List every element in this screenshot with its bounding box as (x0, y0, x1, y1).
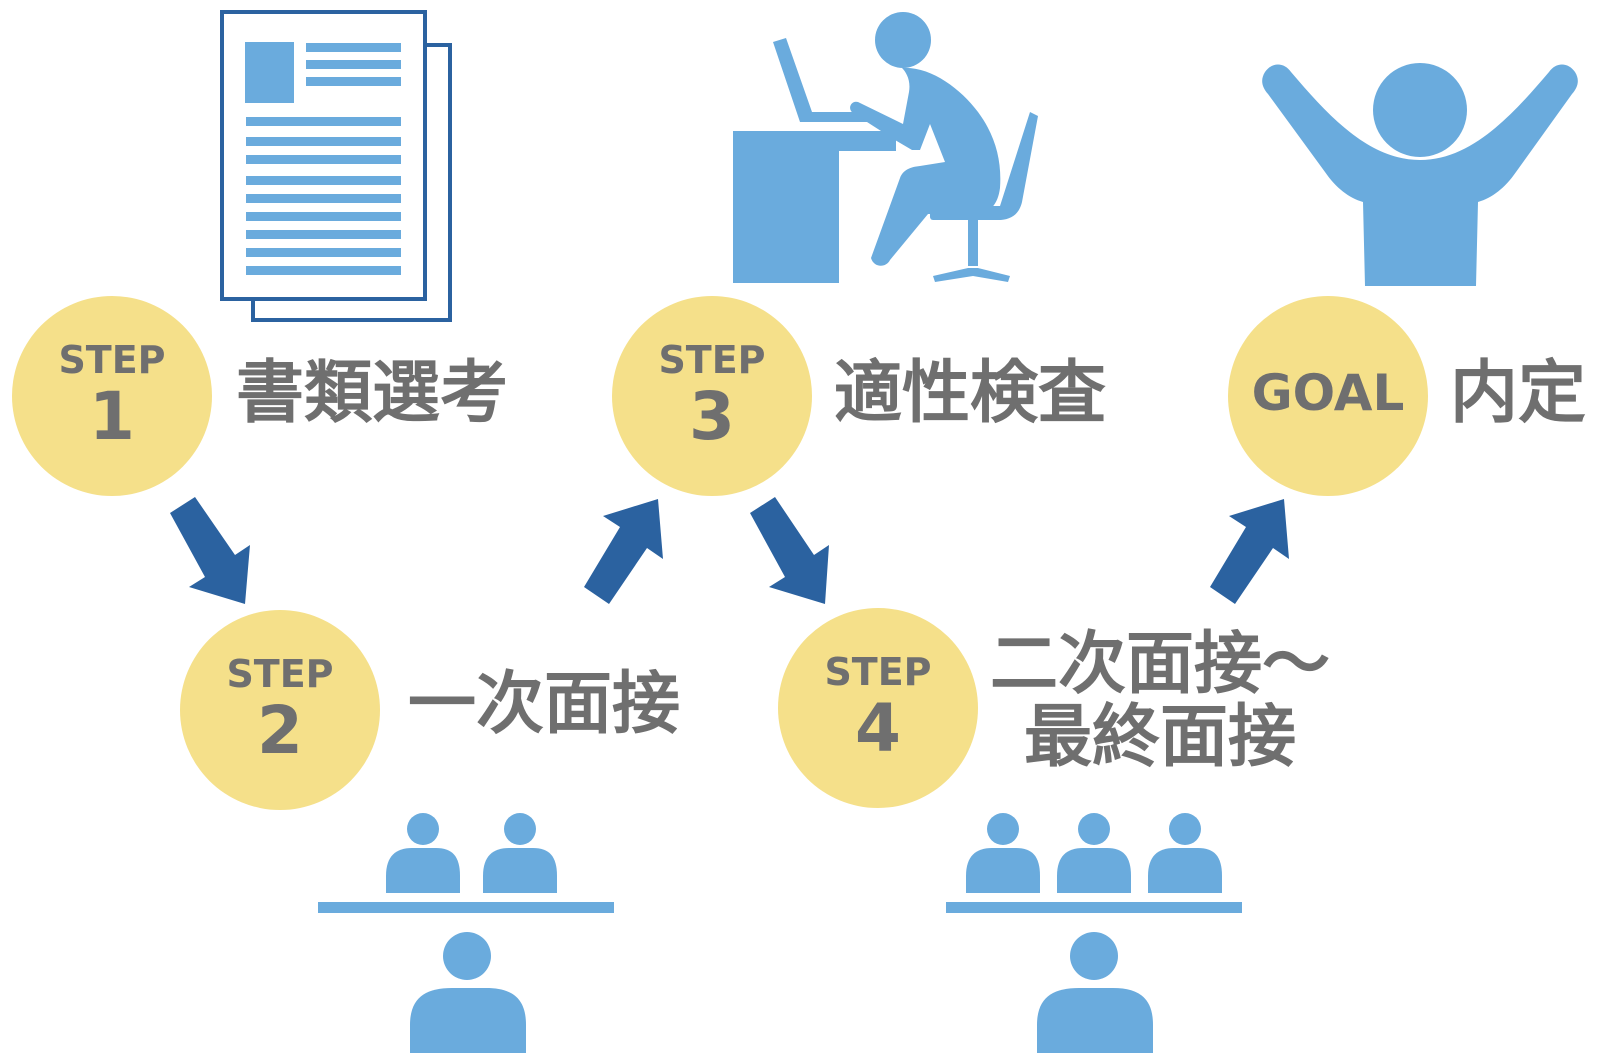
step-3-number: 3 (689, 378, 735, 455)
step-2-badge: STEP 2 (180, 610, 380, 810)
step-3-label: 適性検査 (834, 354, 1107, 433)
step-2-number: 2 (257, 692, 303, 769)
step-4-label-line1: 二次面接〜 (990, 625, 1331, 704)
step-3-badge: STEP 3 (612, 296, 812, 496)
step-2-word: STEP (226, 652, 334, 696)
arrow-step1-to-step2 (170, 497, 250, 604)
document-icon (220, 10, 452, 322)
goal-label: 内定 (1450, 354, 1587, 433)
step-2-label: 一次面接 (408, 665, 681, 744)
interview-1on2-icon (318, 813, 614, 1053)
desk-worker-icon (733, 12, 1038, 283)
step-4-badge: STEP 4 (778, 608, 978, 808)
step-4-label: 二次面接〜 最終面接 (990, 628, 1330, 775)
goal-badge: GOAL (1228, 296, 1428, 496)
arrow-step2-to-step3 (584, 499, 663, 604)
step-4-number: 4 (855, 690, 901, 767)
celebrating-person-icon (1262, 63, 1578, 286)
step-4-label-line2: 最終面接 (1024, 698, 1297, 778)
step-1-label: 書類選考 (236, 354, 509, 433)
interview-1on3-icon (946, 813, 1242, 1053)
arrow-step4-to-goal (1210, 499, 1289, 604)
step-1-number: 1 (89, 378, 135, 455)
step-4-word: STEP (824, 650, 932, 694)
step-3-word: STEP (658, 338, 766, 382)
step-1-word: STEP (58, 338, 166, 382)
goal-word: GOAL (1251, 364, 1405, 422)
step-1-badge: STEP 1 (12, 296, 212, 496)
arrow-step3-to-step4 (750, 497, 829, 604)
